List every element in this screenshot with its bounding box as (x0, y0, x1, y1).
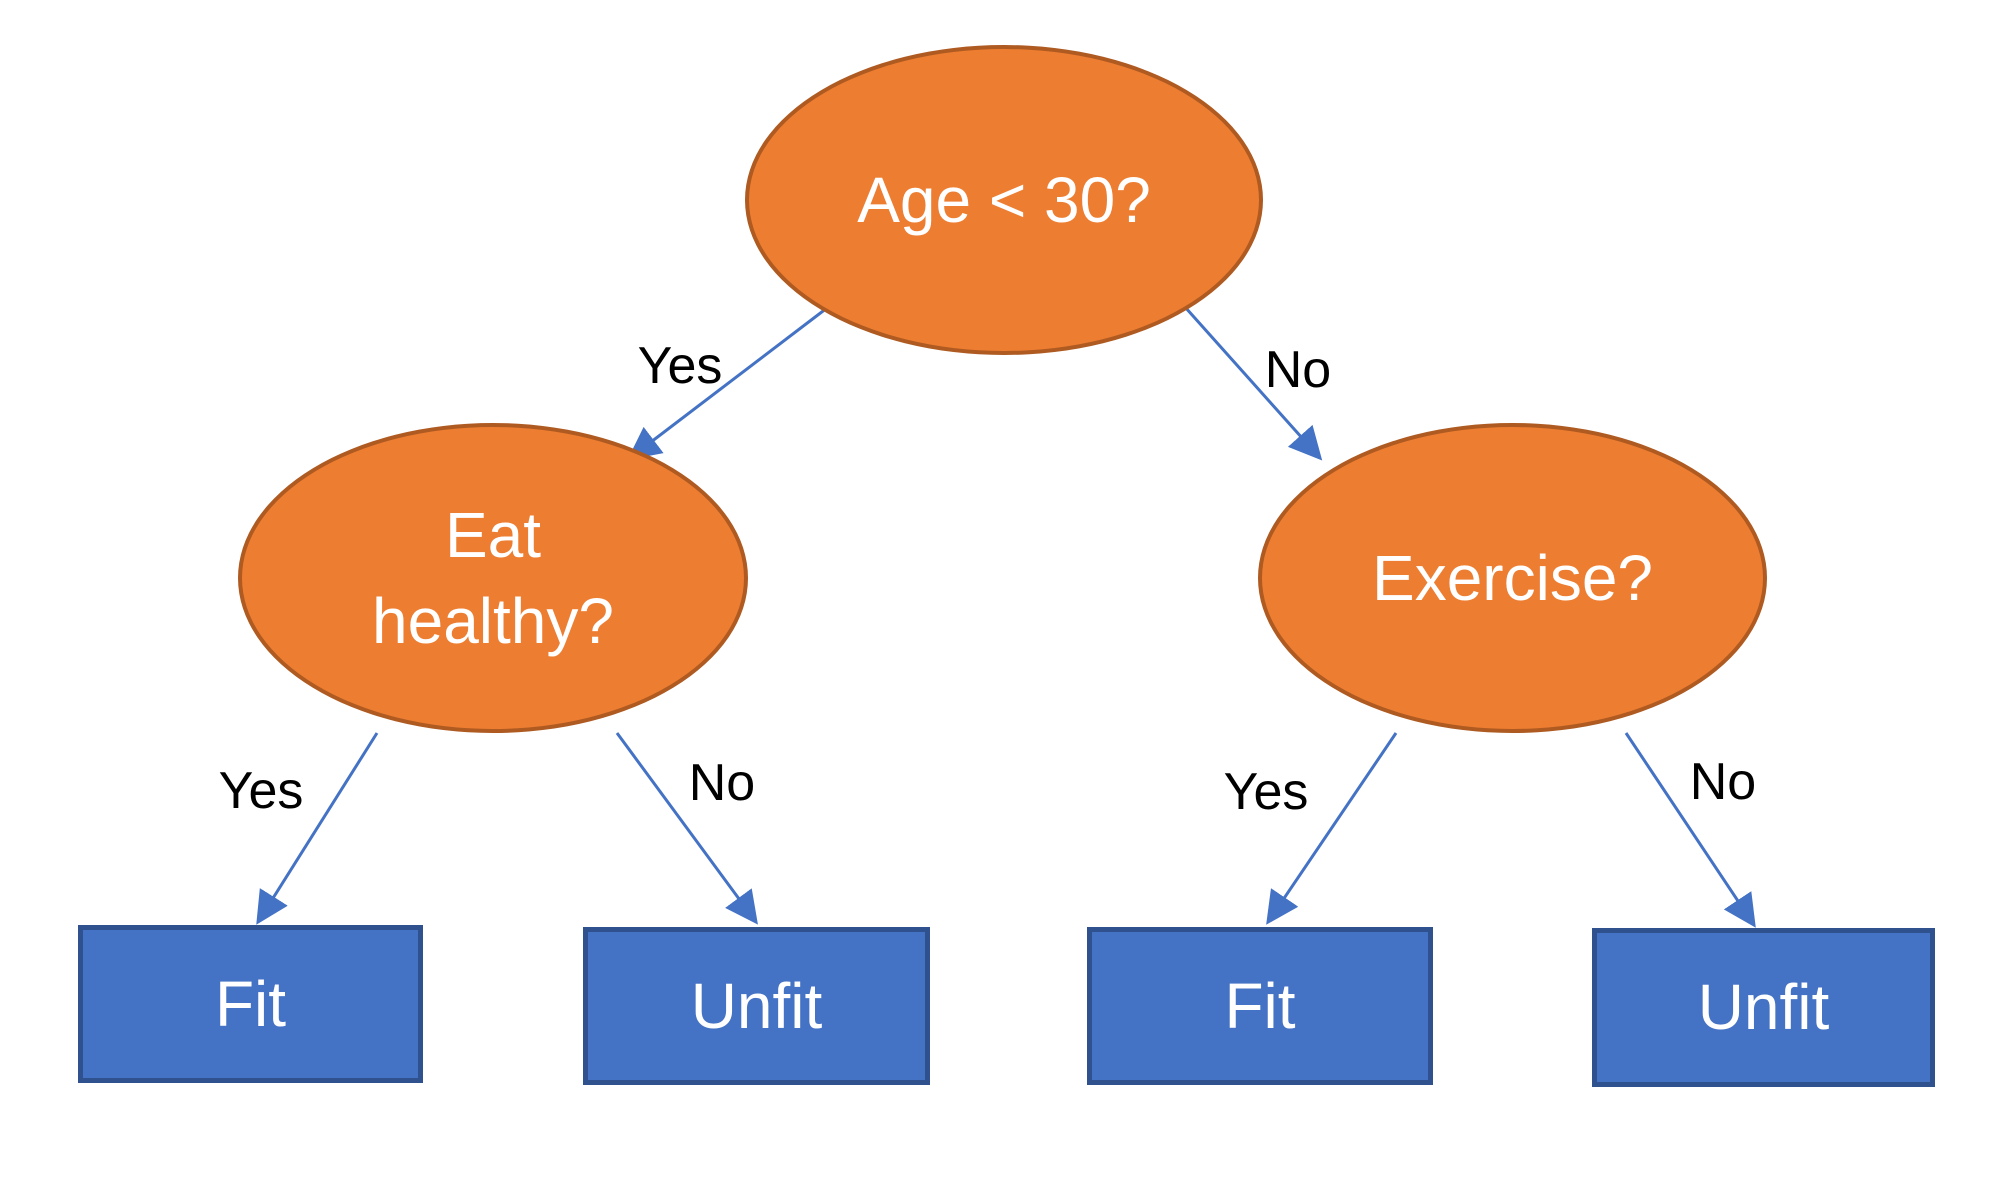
leaf-fit-left-label: Fit (214, 967, 287, 1040)
node-eat-healthy-question-label: Eat healthy? (372, 498, 614, 657)
leaf-unfit-right: Unfit (1592, 928, 1935, 1087)
node-exercise-question: Exercise? (1258, 423, 1767, 733)
leaf-unfit-left: Unfit (583, 927, 930, 1085)
edge-label-left-fit-yes: Yes (218, 762, 304, 820)
edge-label-left-unfit-no: No (688, 754, 756, 812)
leaf-unfit-left-label: Unfit (690, 969, 823, 1042)
node-exercise-question-label: Exercise? (1372, 541, 1653, 614)
node-age-question-label: Age < 30? (857, 163, 1151, 236)
leaf-fit-right-label: Fit (1224, 969, 1296, 1042)
edge-label-right-unfit-no: No (1689, 753, 1757, 811)
edge-label-root-left-yes: Yes (637, 337, 723, 395)
leaf-unfit-right-label: Unfit (1697, 971, 1830, 1044)
edge-label-root-right-no: No (1264, 341, 1332, 399)
edge-label-right-fit-yes: Yes (1223, 763, 1309, 821)
leaf-fit-left: Fit (78, 925, 423, 1083)
node-age-question: Age < 30? (745, 45, 1263, 355)
leaf-fit-right: Fit (1087, 927, 1433, 1085)
node-eat-healthy-question: Eat healthy? (238, 423, 748, 733)
